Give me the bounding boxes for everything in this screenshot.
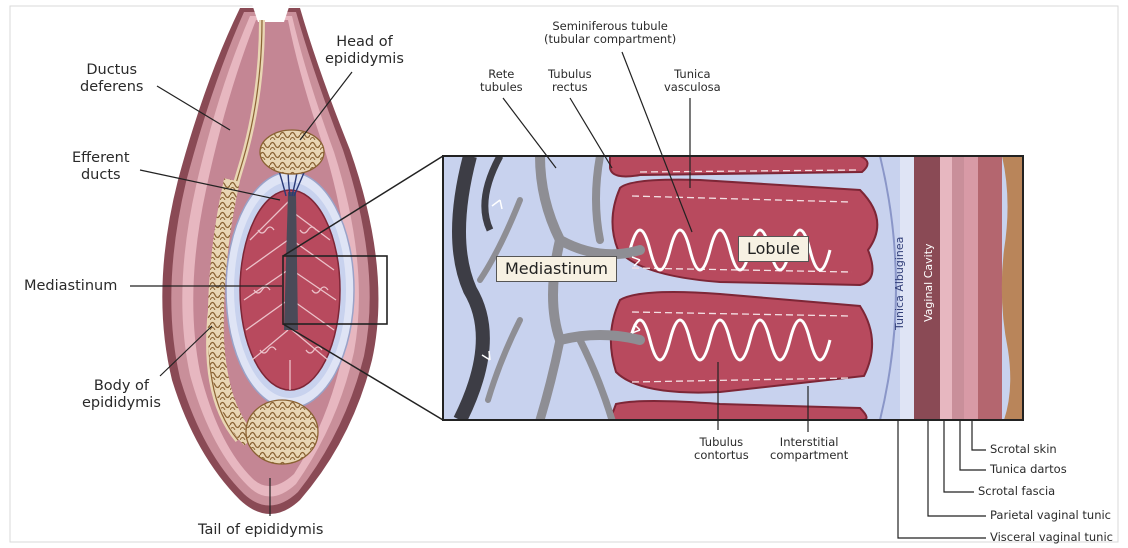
epididymis-head	[260, 130, 324, 174]
label-scrotal-fascia: Scrotal fascia	[978, 485, 1055, 498]
label-tail-of-epididymis: Tail of epididymis	[198, 522, 323, 539]
detail-enlargement	[443, 156, 1023, 420]
label-vaginal-cavity: Vaginal Cavity	[922, 243, 935, 322]
label-scrotal-skin: Scrotal skin	[990, 443, 1057, 456]
mediastinum-tag: Mediastinum	[496, 256, 617, 282]
label-tunica-dartos: Tunica dartos	[990, 463, 1067, 476]
scrotal-skin-band	[978, 156, 1002, 420]
testis-cross-section	[162, 4, 387, 514]
label-parietal-vaginal-tunic: Parietal vaginal tunic	[990, 509, 1111, 522]
epididymis-tail	[246, 400, 318, 464]
label-mediastinum: Mediastinum	[24, 278, 117, 295]
lobule-tag: Lobule	[738, 236, 809, 262]
label-tunica-albuginea: Tunica Albuginea	[893, 237, 906, 330]
label-visceral-vaginal-tunic: Visceral vaginal tunic	[990, 531, 1113, 544]
layer-label-brackets	[898, 420, 986, 538]
label-seminiferous-tubule: Seminiferous tubule(tubular compartment)	[544, 20, 676, 46]
